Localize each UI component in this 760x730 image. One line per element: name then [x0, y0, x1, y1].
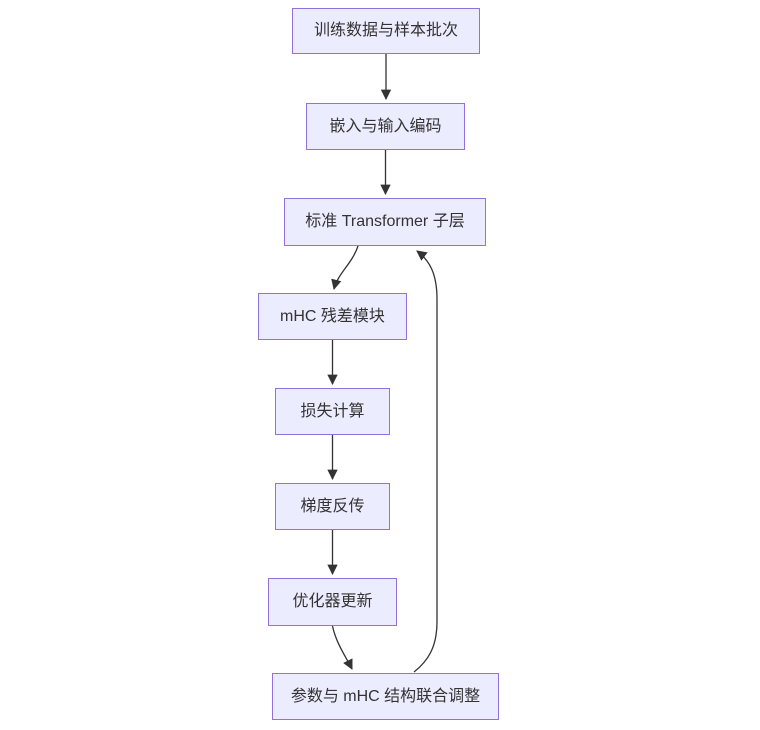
- node-joint-adjustment: 参数与 mHC 结构联合调整: [272, 673, 499, 720]
- node-label: 训练数据与样本批次: [313, 22, 458, 40]
- node-gradient-backprop: 梯度反传: [275, 483, 390, 530]
- node-training-data: 训练数据与样本批次: [292, 8, 480, 54]
- node-label: 损失计算: [300, 402, 365, 420]
- node-label: 梯度反传: [300, 497, 365, 515]
- edge-transformer-to-mhc: [331, 245, 359, 291]
- node-embedding-encoding: 嵌入与输入编码: [306, 103, 465, 150]
- edge-adjustment-feedback-to-transformer: [413, 250, 438, 673]
- node-label: 嵌入与输入编码: [329, 117, 442, 135]
- node-label: 优化器更新: [292, 593, 373, 611]
- node-loss-computation: 损失计算: [275, 388, 390, 435]
- edge-optimizer-to-adjustment: [331, 625, 353, 670]
- node-optimizer-update: 优化器更新: [268, 578, 397, 626]
- node-label: mHC 残差模块: [280, 307, 385, 325]
- node-label: 标准 Transformer 子层: [305, 213, 465, 231]
- node-label: 参数与 mHC 结构联合调整: [290, 687, 481, 705]
- node-transformer-sublayer: 标准 Transformer 子层: [284, 198, 486, 246]
- node-mhc-residual: mHC 残差模块: [258, 293, 407, 340]
